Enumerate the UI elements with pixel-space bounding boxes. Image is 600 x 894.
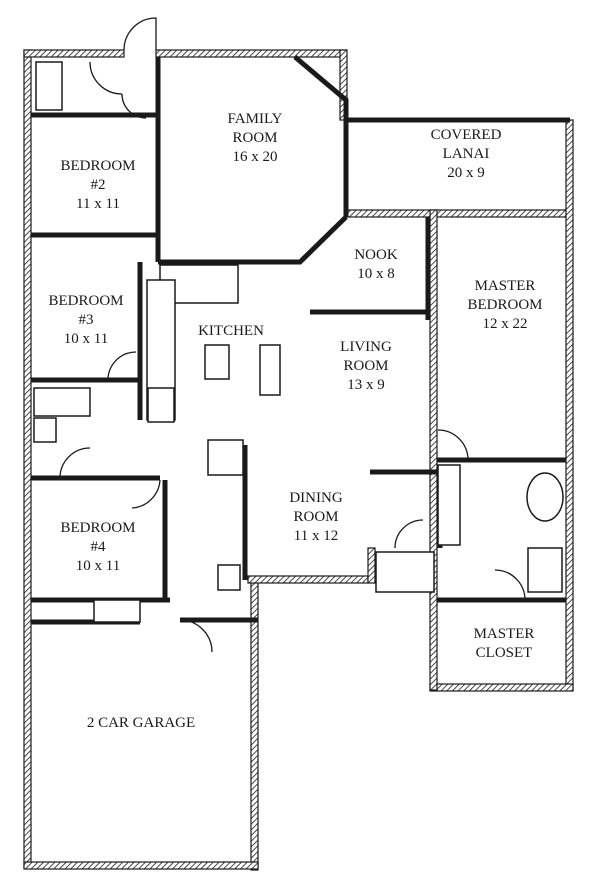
nook-size: 10 x 8	[357, 266, 395, 282]
bedroom-4-size: 10 x 11	[75, 558, 121, 574]
exterior-walls	[23, 49, 574, 871]
bedroom-4-label: BEDROOM #4 10 x 11	[60, 519, 135, 576]
nook-name: NOOK	[354, 247, 398, 263]
living-room-size: 13 x 9	[347, 377, 385, 393]
fixtures	[33, 61, 564, 623]
bedroom-2-number: #2	[90, 177, 106, 193]
kitchen-label: KITCHEN	[198, 322, 264, 341]
bedroom-2-label: BEDROOM #2 11 x 11	[60, 157, 135, 214]
bedroom-2-name: BEDROOM	[60, 158, 136, 174]
garage-name: 2 CAR GARAGE	[86, 715, 196, 731]
master-closet-label: MASTER CLOSET	[474, 625, 535, 663]
master-bedroom-size: 12 x 22	[482, 316, 528, 332]
family-room-name-2: ROOM	[232, 130, 278, 146]
dining-room-size: 11 x 12	[293, 528, 339, 544]
covered-lanai-name-2: LANAI	[442, 146, 490, 162]
family-room-label: FAMILY ROOM 16 x 20	[228, 110, 283, 167]
dining-room-label: DINING ROOM 11 x 12	[289, 489, 342, 546]
bedroom-3-number: #3	[78, 312, 94, 328]
master-bedroom-name-2: BEDROOM	[467, 297, 543, 313]
master-bedroom-label: MASTER BEDROOM 12 x 22	[467, 277, 542, 334]
kitchen-name: KITCHEN	[198, 323, 264, 339]
bedroom-4-name: BEDROOM	[60, 520, 136, 536]
living-room-name-2: ROOM	[343, 358, 389, 374]
family-room-size: 16 x 20	[232, 149, 278, 165]
master-bedroom-name-1: MASTER	[474, 278, 536, 294]
master-closet-name-1: MASTER	[473, 626, 535, 642]
dining-room-name-1: DINING	[289, 490, 343, 506]
covered-lanai-label: COVERED LANAI 20 x 9	[431, 126, 502, 183]
bedroom-3-label: BEDROOM #3 10 x 11	[48, 292, 123, 349]
living-room-label: LIVING ROOM 13 x 9	[340, 338, 392, 395]
nook-label: NOOK 10 x 8	[354, 246, 397, 284]
master-closet-name-2: CLOSET	[475, 645, 533, 661]
dining-room-name-2: ROOM	[293, 509, 339, 525]
covered-lanai-name-1: COVERED	[430, 127, 502, 143]
door-swings	[59, 17, 526, 653]
family-room-name-1: FAMILY	[227, 111, 283, 127]
bedroom-2-size: 11 x 11	[76, 196, 120, 212]
living-room-name-1: LIVING	[340, 339, 392, 355]
bedroom-3-name: BEDROOM	[48, 293, 124, 309]
bedroom-4-number: #4	[90, 539, 106, 555]
bedroom-3-size: 10 x 11	[63, 331, 109, 347]
garage-label: 2 CAR GARAGE	[87, 714, 195, 733]
covered-lanai-size: 20 x 9	[447, 165, 485, 181]
